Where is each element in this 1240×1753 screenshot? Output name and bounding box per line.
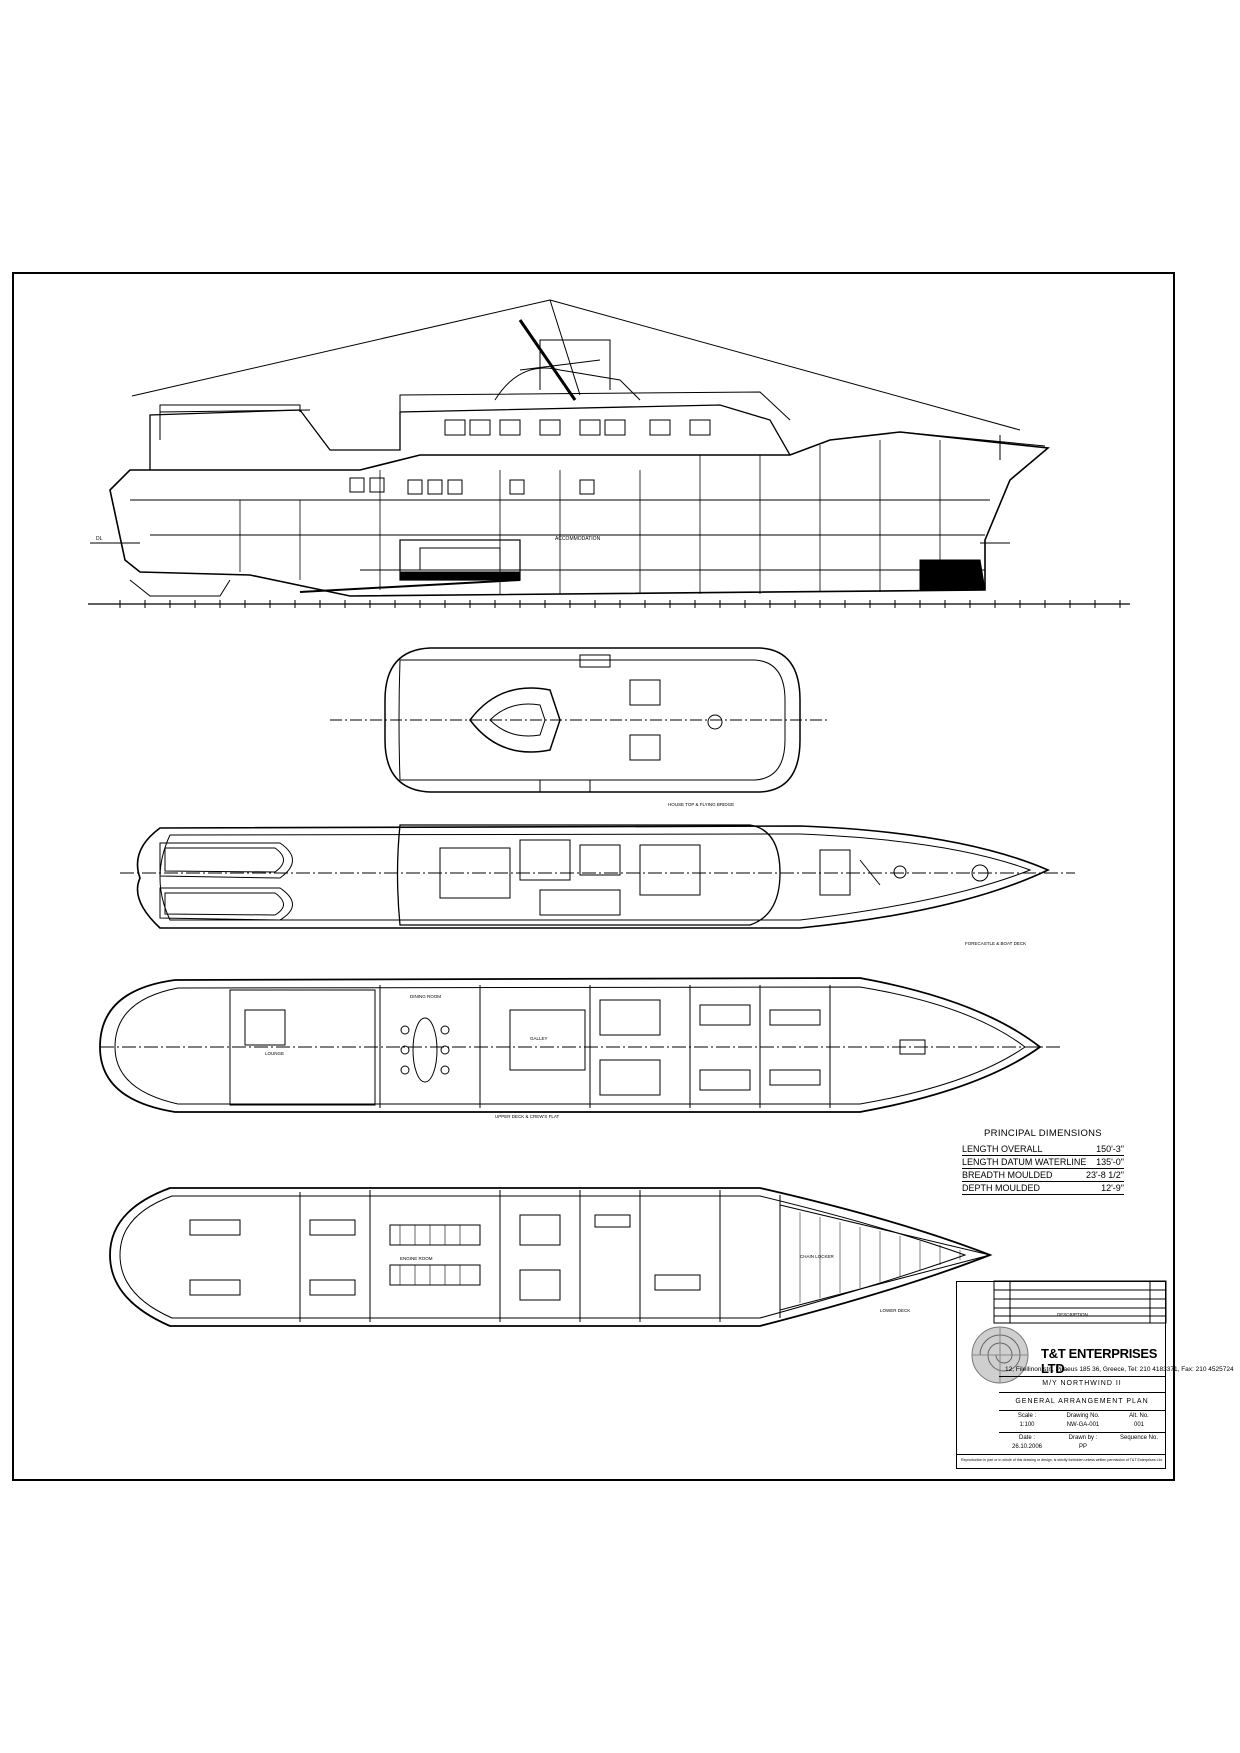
drawn-by-label: Drawn by : — [1068, 1435, 1098, 1441]
label-dining-room: DINING ROOM — [410, 994, 441, 999]
label-accommodation: ACCOMMODATION — [555, 536, 601, 542]
revision-header: DESCRIPTION — [1057, 1312, 1088, 1317]
dimension-label: DEPTH MOULDED — [962, 1183, 1041, 1193]
upper-deck-plan — [99, 977, 1060, 1113]
alt-no-label: Alt. No. — [1129, 1413, 1149, 1419]
dimension-row: LENGTH OVERALL 150'-3" — [962, 1143, 1124, 1156]
profile-view — [88, 299, 1130, 608]
company-logo — [971, 1326, 1029, 1384]
forecastle-plan — [120, 824, 1075, 929]
frame-ticks — [119, 600, 1121, 608]
label-house-top: HOUSE TOP & FLYING BRIDGE — [668, 802, 734, 807]
dimension-label: LENGTH OVERALL — [962, 1144, 1043, 1154]
scale-value: 1:100 — [1019, 1422, 1035, 1428]
drawing-title: GENERAL ARRANGEMENT PLAN — [1015, 1398, 1149, 1405]
sequence-label: Sequence No. — [1119, 1435, 1159, 1441]
drawn-by-value: PP — [1078, 1444, 1087, 1450]
drawing-no-value: NW-GA-001 — [1066, 1422, 1100, 1428]
alt-no-value: 001 — [1133, 1422, 1144, 1428]
dimension-value: 12'-9" — [1101, 1183, 1124, 1193]
dimension-value: 135'-0" — [1096, 1157, 1124, 1167]
company-address: 12, Filellinon str., Piraeus 185 36, Gre… — [1005, 1366, 1234, 1373]
date-label: Date : — [1018, 1435, 1035, 1441]
principal-dimensions-table: PRINCIPAL DIMENSIONS LENGTH OVERALL 150'… — [962, 1128, 1124, 1195]
label-forecastle: FORECASTLE & BOAT DECK — [965, 941, 1026, 946]
label-galley: GALLEY — [530, 1036, 548, 1041]
dimension-row: LENGTH DATUM WATERLINE 135'-0" — [962, 1156, 1124, 1169]
dimension-value: 150'-3" — [1096, 1144, 1124, 1154]
drawing-border — [12, 272, 1175, 1481]
label-lounge: LOUNGE — [265, 1051, 284, 1056]
lower-deck-plan — [109, 1187, 993, 1327]
date-value: 26.10.2006 — [1011, 1444, 1043, 1450]
dimension-row: DEPTH MOULDED 12'-9" — [962, 1182, 1124, 1195]
scale-label: Scale : — [1017, 1413, 1037, 1419]
dimension-label: LENGTH DATUM WATERLINE — [962, 1157, 1087, 1167]
label-lower-deck: LOWER DECK — [880, 1308, 910, 1313]
title-block: DESCRIPTION T&T ENTERPRISES LTD 12, File… — [956, 1281, 1234, 1469]
dimension-label: BREADTH MOULDED — [962, 1170, 1053, 1180]
label-engine-room: ENGINE ROOM — [400, 1256, 433, 1261]
label-dl: DL — [96, 536, 103, 542]
vessel-name: M/Y NORTHWIND II — [1042, 1380, 1122, 1387]
footnote: Reproduction in part or in whole of this… — [961, 1458, 1163, 1462]
dimension-value: 23'-8 1/2" — [1086, 1170, 1124, 1180]
revision-table — [993, 1280, 1167, 1324]
drawing-no-label: Drawing No. — [1066, 1413, 1100, 1419]
principal-dimensions-title: PRINCIPAL DIMENSIONS — [984, 1128, 1102, 1139]
house-top-plan — [330, 647, 830, 793]
label-upper-deck: UPPER DECK & CREW'S FLAT — [495, 1114, 560, 1119]
label-chain-locker: CHAIN LOCKER — [800, 1254, 835, 1259]
portholes — [349, 419, 711, 495]
company-name: T&T ENTERPRISES LTD — [1041, 1346, 1158, 1376]
dimension-row: BREADTH MOULDED 23'-8 1/2" — [962, 1169, 1124, 1182]
